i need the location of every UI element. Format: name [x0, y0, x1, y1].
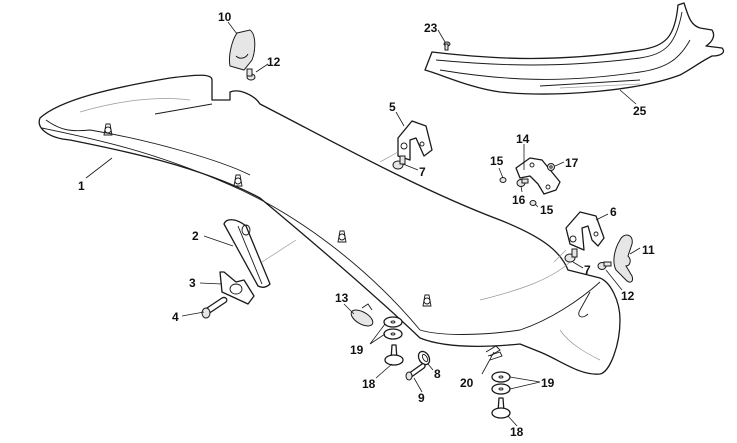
part-screw-23	[443, 41, 451, 51]
part-washers-19-right	[491, 371, 511, 395]
callout-8: 8	[434, 367, 441, 381]
part-bracket-left	[397, 120, 433, 161]
callout-4: 4	[172, 310, 179, 324]
callout-7-left: 7	[419, 165, 426, 179]
callout-19-left: 19	[350, 343, 364, 357]
callout-2: 2	[192, 229, 199, 243]
stud	[422, 294, 432, 307]
part-mounting-pin-18-left	[384, 344, 404, 366]
part-countersunk-screw	[201, 296, 228, 319]
part-nut-17	[547, 163, 555, 171]
callout-20: 20	[460, 376, 474, 390]
part-screw-12-right	[597, 261, 612, 270]
part-bolt-16	[516, 178, 529, 187]
callout-12-right: 12	[621, 289, 635, 303]
part-bolt-7-left	[392, 155, 406, 170]
callout-7-right: 7	[584, 263, 591, 277]
part-washer-8	[417, 350, 431, 366]
part-clamp-plate	[219, 271, 255, 305]
callout-19-right: 19	[541, 376, 555, 390]
part-screw-15-b	[529, 200, 537, 206]
callout-10: 10	[218, 10, 232, 24]
part-mounting-pin-18-right	[491, 397, 511, 419]
callout-16: 16	[512, 193, 526, 207]
part-lamp	[350, 303, 374, 327]
part-hinge-arm	[223, 219, 271, 288]
callout-17: 17	[565, 156, 579, 170]
stud	[233, 174, 243, 187]
callout-15-a: 15	[490, 154, 504, 168]
part-seal-trim	[424, 2, 725, 95]
callout-23: 23	[424, 21, 438, 35]
part-latch-bracket	[515, 157, 561, 195]
part-cover-right	[613, 234, 633, 283]
callout-3: 3	[189, 276, 196, 290]
part-bolt-7-right	[564, 248, 578, 263]
callout-12-top: 12	[267, 55, 281, 69]
callout-6: 6	[610, 205, 617, 219]
callout-1: 1	[78, 179, 85, 193]
callout-5: 5	[389, 100, 396, 114]
part-screw-12-top	[246, 68, 256, 81]
callout-15-b: 15	[540, 203, 554, 217]
part-clip-20	[485, 345, 503, 361]
stud	[337, 230, 347, 243]
leader-lines	[85, 21, 641, 427]
part-spoiler	[38, 74, 621, 375]
part-bracket-right	[565, 211, 605, 251]
callout-18-left: 18	[362, 377, 376, 391]
part-screw-15-a	[499, 177, 507, 183]
part-screw-9	[405, 363, 426, 381]
part-cover-left	[229, 29, 256, 71]
callout-25: 25	[633, 104, 647, 118]
callout-13: 13	[335, 291, 349, 305]
stud	[103, 123, 113, 136]
callout-14: 14	[516, 132, 530, 146]
part-washers-19-left	[383, 316, 403, 340]
callout-11: 11	[642, 243, 655, 257]
callout-18-right: 18	[510, 425, 524, 439]
callout-9: 9	[418, 391, 425, 405]
